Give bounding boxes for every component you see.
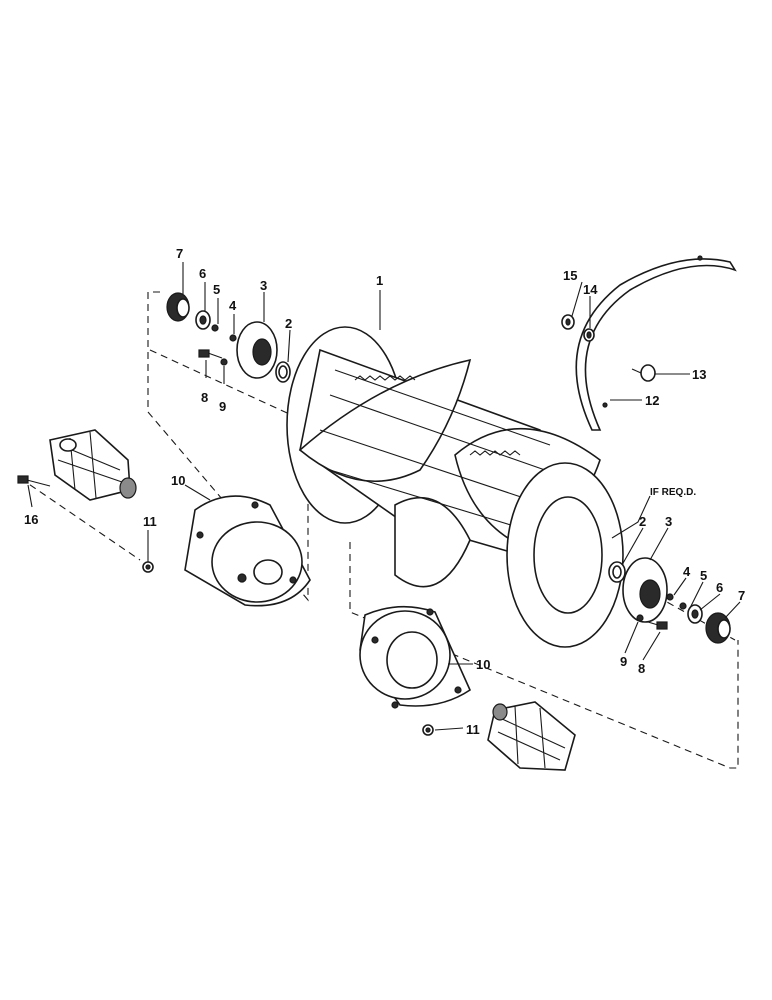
callout-3-left: 3 — [260, 278, 267, 293]
callout-15: 15 — [563, 268, 577, 283]
callout-4-left: 4 — [229, 298, 237, 313]
callout-9-left: 9 — [219, 399, 226, 414]
callout-5-right: 5 — [700, 568, 707, 583]
callout-12: 12 — [645, 393, 659, 408]
callout-8-left: 8 — [201, 390, 208, 405]
bolt-left — [198, 349, 223, 359]
left-assembly-boundary — [147, 291, 309, 602]
lock-nut-right — [679, 602, 687, 610]
motor-mount-right — [359, 605, 472, 709]
callouts: 1 7 6 5 4 3 2 8 9 10 11 16 15 14 13 12 I… — [24, 246, 745, 737]
leader-lines — [27, 262, 741, 731]
motor-mount-left — [184, 495, 311, 607]
washer-left — [195, 310, 211, 330]
nut-11-left — [142, 561, 154, 573]
nut-right — [666, 593, 674, 601]
callout-16: 16 — [24, 512, 38, 527]
hydraulic-motor-left — [49, 429, 137, 501]
callout-8-right: 8 — [638, 661, 645, 676]
right-assembly-boundary — [349, 542, 739, 769]
callout-2-left: 2 — [285, 316, 292, 331]
bearing-left — [166, 292, 190, 322]
nut-left — [229, 334, 237, 342]
callout-14: 14 — [583, 282, 598, 297]
callout-7-left: 7 — [176, 246, 183, 261]
callout-1: 1 — [376, 273, 383, 288]
lock-washer-right — [636, 614, 644, 622]
callout-3-right: 3 — [665, 514, 672, 529]
hub-flange-left — [236, 321, 278, 379]
auger-drum — [286, 326, 624, 648]
bolt-right — [647, 621, 668, 630]
callout-7-right: 7 — [738, 588, 745, 603]
washer-14 — [583, 328, 595, 342]
callout-10-left: 10 — [171, 473, 185, 488]
bolt-13 — [631, 364, 656, 382]
nut-15 — [561, 314, 575, 330]
bearing-right — [705, 612, 731, 644]
callout-6-right: 6 — [716, 580, 723, 595]
hydraulic-motor-right — [487, 701, 576, 771]
callout-11-right: 11 — [466, 722, 480, 737]
callout-2-right: 2 — [639, 514, 646, 529]
callout-4-right: 4 — [683, 564, 691, 579]
if-required-note: IF REQ.D. — [650, 487, 696, 498]
callout-10-right: 10 — [476, 657, 490, 672]
o-ring-left — [275, 361, 291, 383]
nut-11-right — [422, 724, 434, 736]
callout-5-left: 5 — [213, 282, 220, 297]
fitting-16 — [17, 475, 51, 487]
lock-nut-left — [211, 324, 219, 332]
callout-13: 13 — [692, 367, 706, 382]
hub-flange-right — [622, 557, 668, 623]
lock-washer-left — [220, 358, 228, 366]
callout-11-left: 11 — [143, 514, 157, 529]
left-motor-boundary — [19, 477, 141, 561]
washer-right — [687, 604, 703, 624]
band-12 — [575, 255, 737, 431]
callout-9-right: 9 — [620, 654, 627, 669]
o-ring-right — [608, 561, 626, 583]
callout-6-left: 6 — [199, 266, 206, 281]
center-axis-line — [149, 349, 736, 641]
